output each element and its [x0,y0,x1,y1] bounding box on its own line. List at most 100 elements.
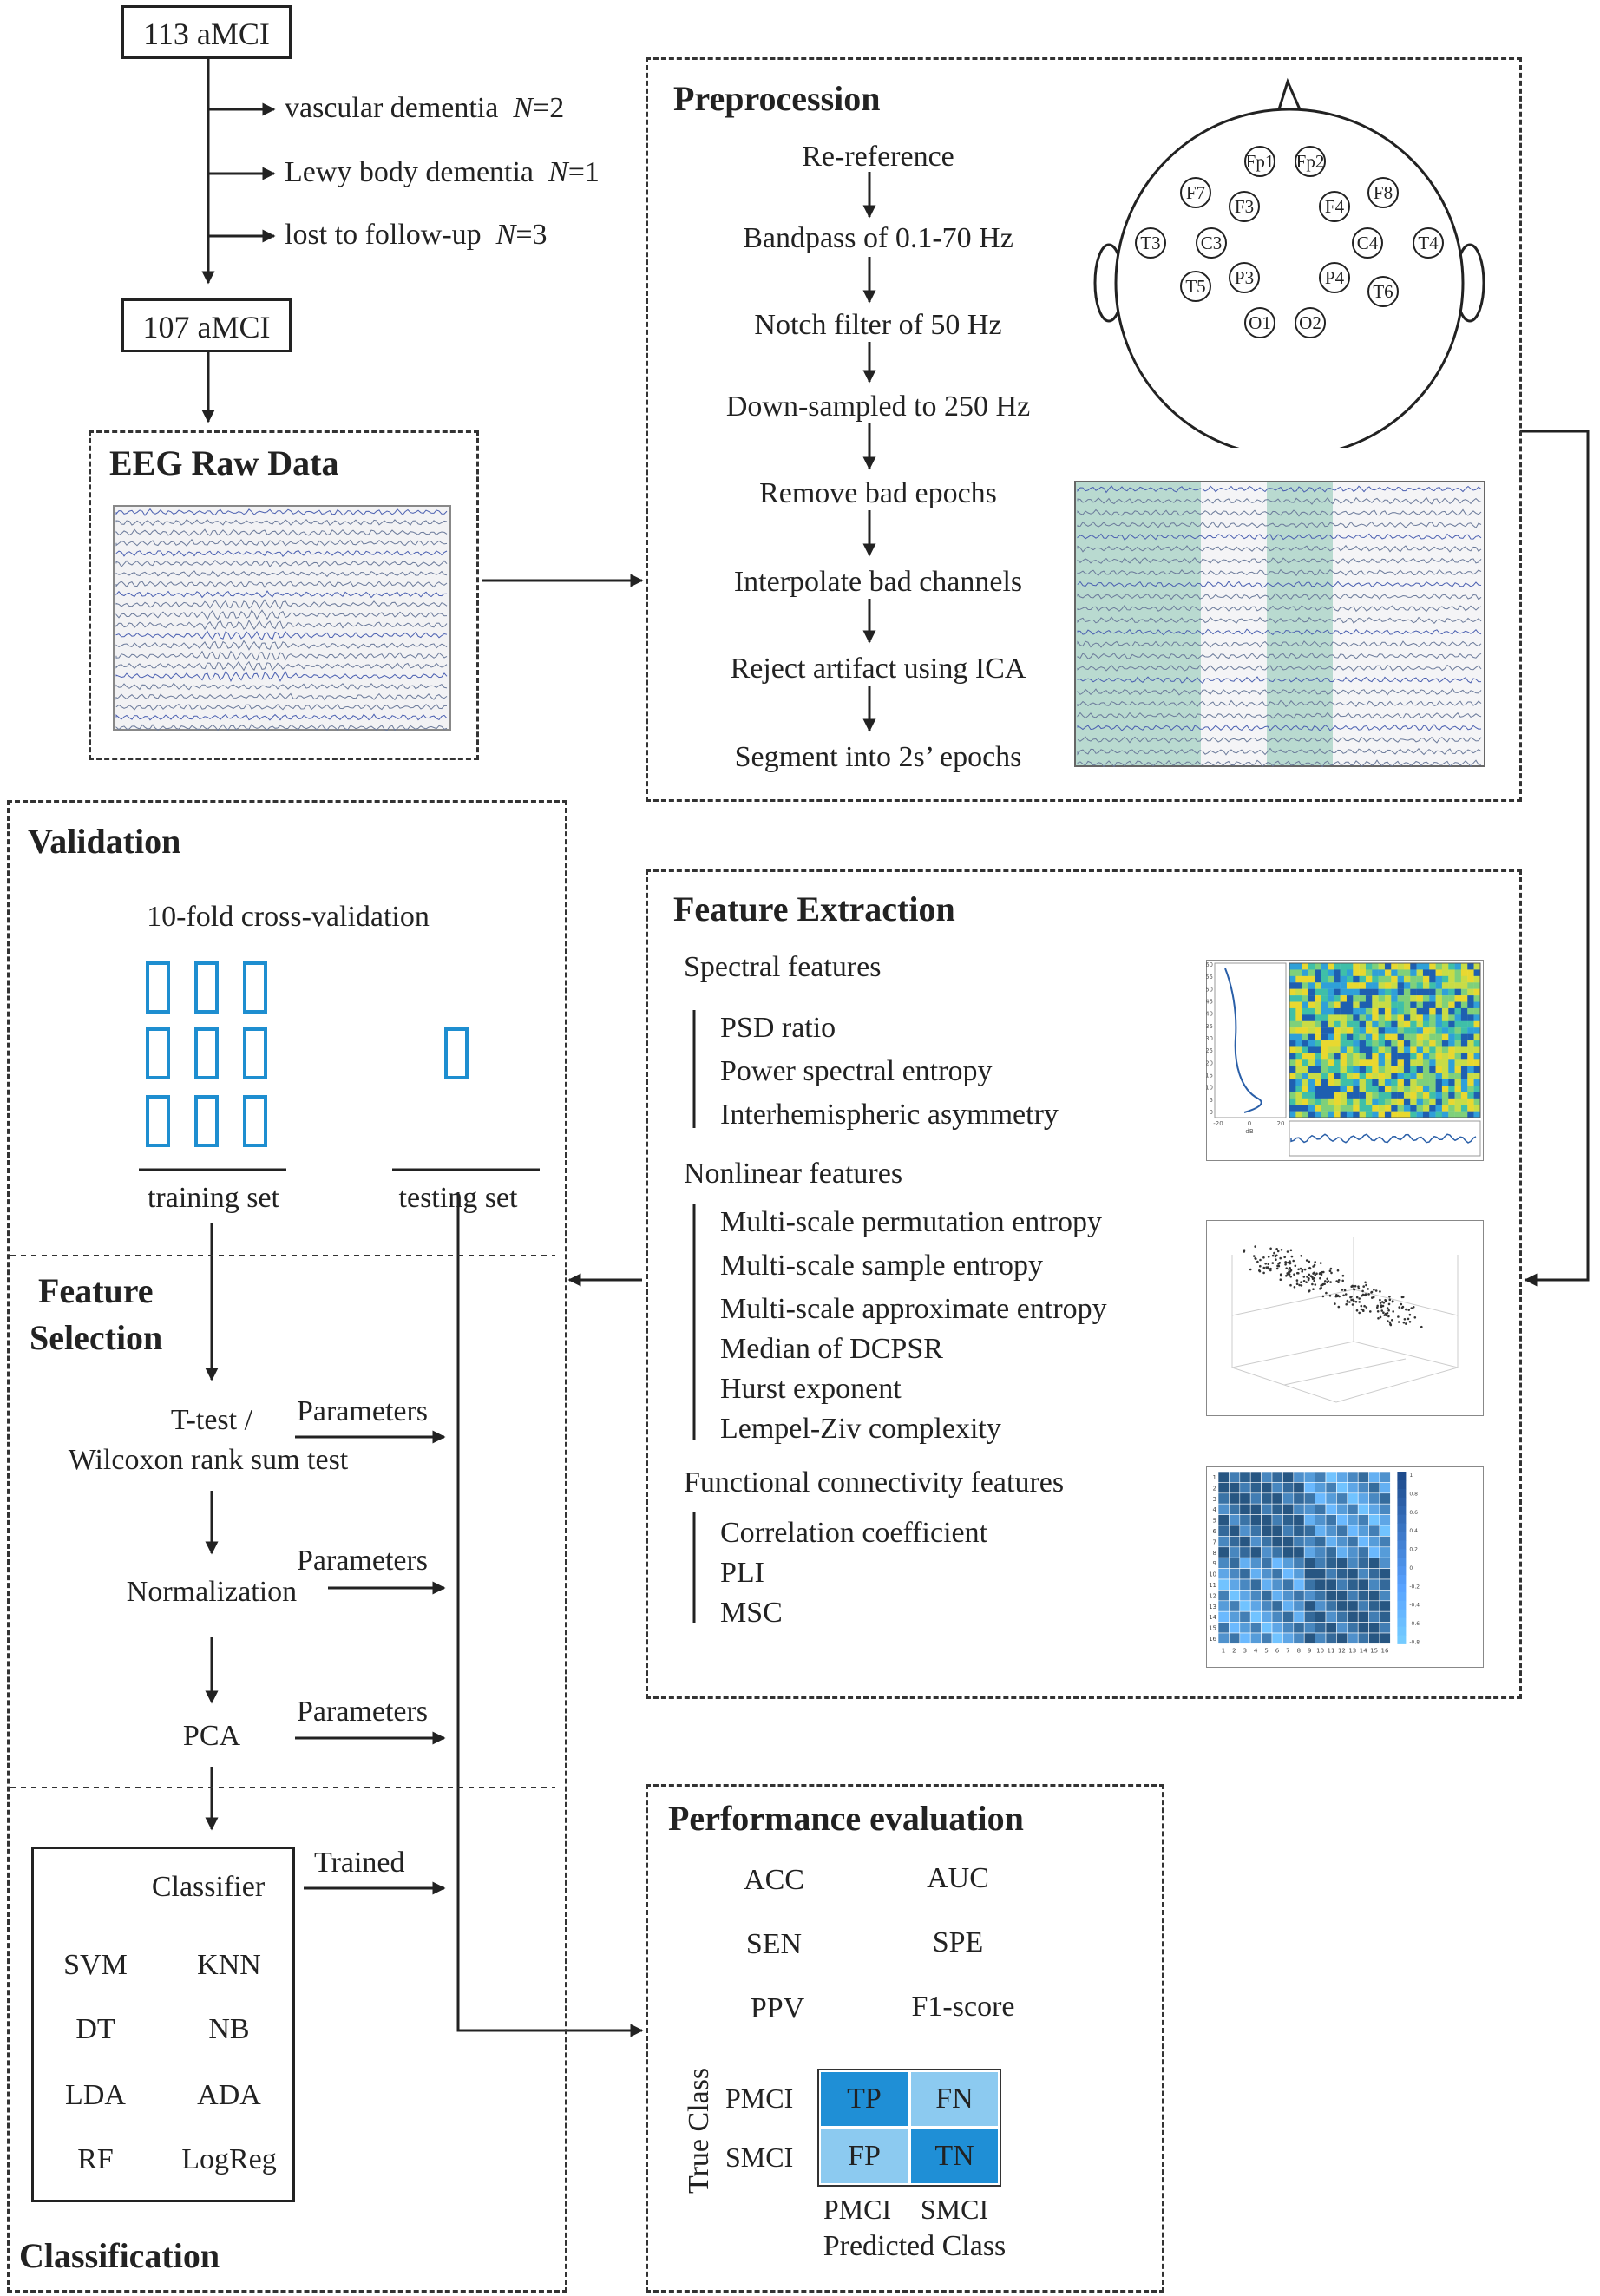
spectrogram-cell [1429,1085,1436,1092]
spectrogram-cell [1365,1007,1373,1015]
heatmap-cell [1282,1578,1295,1591]
spectrogram-cell [1302,975,1309,983]
eeg-trace [115,619,448,631]
spectrogram-cell [1327,1020,1334,1028]
spectrogram-cell [1365,982,1373,989]
scatter-point [1312,1288,1315,1290]
heatmap-cell [1315,1610,1327,1623]
scatter-point [1349,1296,1352,1299]
spectrogram-cell [1410,1098,1417,1105]
spectrogram-cell [1435,1059,1443,1066]
spectrogram-cell [1460,1092,1468,1099]
feature-item: MSC [720,1597,783,1629]
spectrogram-cell [1365,1073,1373,1079]
spectrogram-cell [1308,995,1315,1002]
heatmap-cell [1379,1471,1391,1483]
scatter-point [1295,1279,1299,1282]
spectrogram-cell [1473,1073,1481,1079]
heatmap-cell [1249,1546,1262,1558]
spectrogram-cell [1410,1007,1417,1015]
spectrogram-cell [1372,982,1379,989]
spectrogram-cell [1416,975,1424,983]
scatter-point [1285,1275,1288,1277]
spectrogram-cell [1391,1105,1398,1112]
spectrogram-cell [1302,1020,1309,1028]
colorbar-tick: 0.6 [1409,1510,1418,1516]
heatmap-cell [1217,1568,1230,1580]
electrode-label: C4 [1357,233,1379,253]
spectrogram-cell [1435,1033,1443,1041]
heatmap-cell [1217,1578,1230,1591]
scatter-point [1374,1289,1378,1292]
spectrogram-cell [1384,969,1392,977]
spectrogram-cell [1365,1040,1373,1047]
spectrogram-cell [1441,1105,1449,1112]
spectrogram-cell [1410,1092,1417,1099]
spectrogram-cell [1397,1105,1405,1112]
spectrogram-cell [1467,963,1474,970]
feature-item: Correlation coefficient [720,1517,988,1549]
spectrogram-cell [1315,1092,1321,1099]
heatmap-x-tick: 12 [1338,1647,1346,1654]
colorbar-segment [1397,1506,1407,1516]
heatmap-cell [1368,1546,1380,1558]
heatmap-cell [1347,1546,1359,1558]
spectrogram-cell [1289,1014,1296,1021]
confusion-cell-fp: FP [819,2128,909,2185]
electrode-marker [1196,227,1227,259]
spectrogram-cell [1473,1059,1481,1066]
spectrogram-cell [1340,988,1348,996]
spectrogram-cell [1321,1059,1328,1066]
heatmap-cell [1368,1482,1380,1494]
heatmap-cell [1261,1536,1273,1548]
scatter-point [1254,1257,1256,1260]
heatmap-cell [1357,1546,1369,1558]
spectrogram-cell [1467,988,1474,996]
spectrogram-cell [1384,1020,1392,1028]
spectrogram-cell [1346,1098,1354,1105]
spectrogram-cell [1467,995,1474,1002]
heatmap-x-tick: 6 [1275,1647,1280,1654]
heatmap-cell [1271,1622,1283,1634]
spectrogram-cell [1321,995,1328,1002]
spectrogram-cell [1334,995,1341,1002]
spectrogram-cell [1321,1053,1328,1060]
heatmap-cell [1293,1525,1305,1537]
spectrogram-cell [1302,1027,1309,1034]
spectrogram-cell [1334,1033,1341,1041]
eeg-trace [115,599,448,610]
spectrogram-cell [1454,1059,1462,1066]
spectrogram-cell [1334,1014,1341,1021]
spectrogram-cell [1467,982,1474,989]
spectrogram-cell [1372,1040,1379,1047]
heatmap-cell [1357,1590,1369,1602]
scatter-point [1343,1289,1347,1292]
spectrogram-cell [1435,1085,1443,1092]
spectrogram-cell [1454,982,1462,989]
spectrogram-cell [1391,963,1398,970]
heatmap-cell [1249,1610,1262,1623]
heatmap-cell [1239,1514,1251,1526]
spectrogram-cell [1403,1027,1411,1034]
spectrogram-cell [1302,963,1309,970]
spectrogram-cell [1334,988,1341,996]
heatmap-cell [1229,1622,1241,1634]
spectrogram-cell [1454,1092,1462,1099]
spectrogram-cell [1416,1020,1424,1028]
spectrogram-cell [1448,1085,1455,1092]
spectrogram-cell [1391,1079,1398,1086]
spectrogram-cell [1353,1066,1360,1073]
eeg-trace [1077,557,1482,565]
final-cohort-box: 107 aMCI [121,298,292,352]
scatter-point [1267,1263,1270,1266]
spectrogram-cell [1359,969,1367,977]
eeg-trace [1077,699,1482,708]
raw-data-title: EEG Raw Data [109,443,339,482]
spectrogram-cell [1391,969,1398,977]
spectrogram-cell [1302,1073,1309,1079]
spectrogram-cell [1327,1040,1334,1047]
spectrogram-cell [1289,963,1296,970]
spectrogram-cell [1334,1020,1341,1028]
spectrogram-cell [1435,1027,1443,1034]
spectrogram-cell [1473,1085,1481,1092]
